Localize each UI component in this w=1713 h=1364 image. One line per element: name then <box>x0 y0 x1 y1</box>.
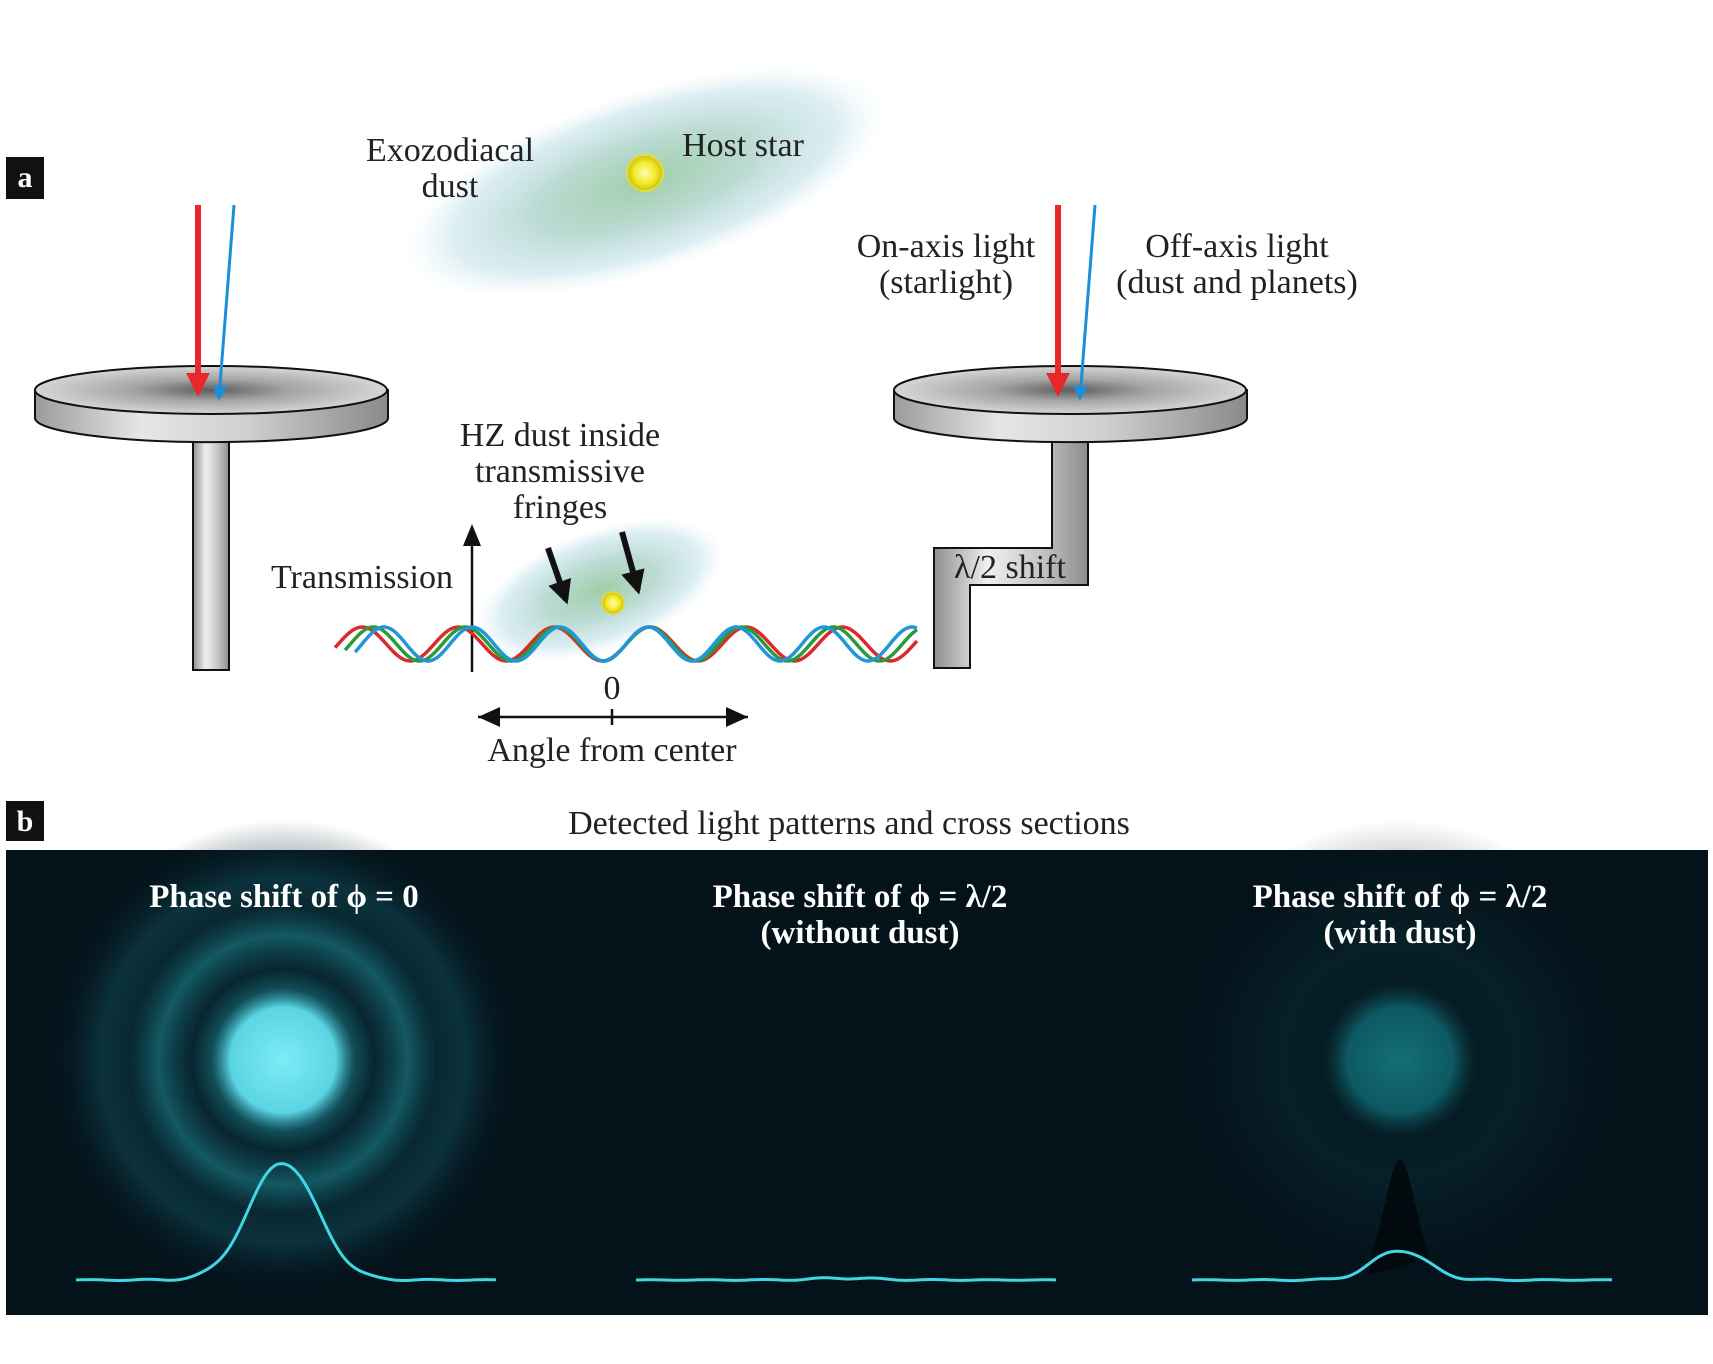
on-axis-label-1: On-axis light <box>857 228 1036 265</box>
hz-star-icon <box>601 591 625 615</box>
angle-axis-label: Angle from center <box>487 732 737 769</box>
right-off-axis-arrow <box>1073 204 1097 401</box>
right-disc-top <box>893 365 1247 415</box>
panel-title-3-line-1: Phase shift of ϕ = λ/2 <box>1253 879 1548 915</box>
panel-title-2-line-2: (without dust) <box>761 915 960 951</box>
left-disc-top <box>34 365 388 415</box>
off-axis-label-1: Off-axis light <box>1145 228 1329 265</box>
cross-section-with-dust <box>1191 1249 1613 1283</box>
hz-dust-cloud <box>476 518 724 662</box>
fringe-curve-blue <box>353 625 918 663</box>
panel-b-tag-box <box>6 801 44 841</box>
on-axis-label-2: (starlight) <box>879 264 1013 301</box>
angle-axis-left-arrowhead <box>478 707 500 727</box>
pattern-phase-zero-glow <box>43 820 523 1300</box>
panel-a: a Exozodiacal dust Host star λ/2 shift O… <box>6 66 1358 769</box>
right-telescope-shifted-pole <box>933 429 1089 669</box>
transmission-label: Transmission <box>271 559 453 596</box>
hz-label-3: fringes <box>513 489 607 526</box>
transmission-axis-arrowhead <box>463 524 481 546</box>
panel-b: b Detected light patterns and cross sect… <box>6 801 1708 1315</box>
right-telescope: λ/2 shift <box>893 204 1248 669</box>
hz-label-2: transmissive <box>475 453 645 490</box>
exozodiacal-dust-label-1: Exozodiacal <box>366 132 534 169</box>
angle-zero-label: 0 <box>604 670 621 707</box>
with-dust-shadow <box>1370 1160 1430 1275</box>
left-telescope-pole <box>192 429 230 671</box>
panel-a-tag: a <box>18 161 33 194</box>
exozodiacal-dust-label-2: dust <box>422 168 479 205</box>
angle-axis-right-arrowhead <box>726 707 748 727</box>
pattern-with-dust-glow <box>1160 820 1640 1300</box>
host-star-icon <box>626 154 664 192</box>
panel-b-tag: b <box>17 805 34 838</box>
cross-section-without-dust <box>636 1276 1056 1282</box>
left-telescope <box>34 204 389 671</box>
panel-title-3-line-2: (with dust) <box>1323 915 1476 951</box>
panel-b-title: Detected light patterns and cross sectio… <box>568 805 1130 842</box>
panel-title-2-line-1: Phase shift of ϕ = λ/2 <box>713 879 1008 915</box>
hz-pointer-arrow-2 <box>619 531 645 595</box>
hz-label-1: HZ dust inside <box>460 417 660 454</box>
panel-a-tag-box <box>6 157 44 199</box>
off-axis-label-2: (dust and planets) <box>1116 264 1358 301</box>
host-star-label: Host star <box>682 127 805 164</box>
hz-pointer-arrow-1 <box>545 547 572 605</box>
left-off-axis-arrow <box>212 204 236 401</box>
phase-shift-label: λ/2 shift <box>954 549 1066 586</box>
panel-title-1-line-1: Phase shift of ϕ = 0 <box>149 879 418 915</box>
cross-section-phase-zero <box>75 1162 497 1282</box>
